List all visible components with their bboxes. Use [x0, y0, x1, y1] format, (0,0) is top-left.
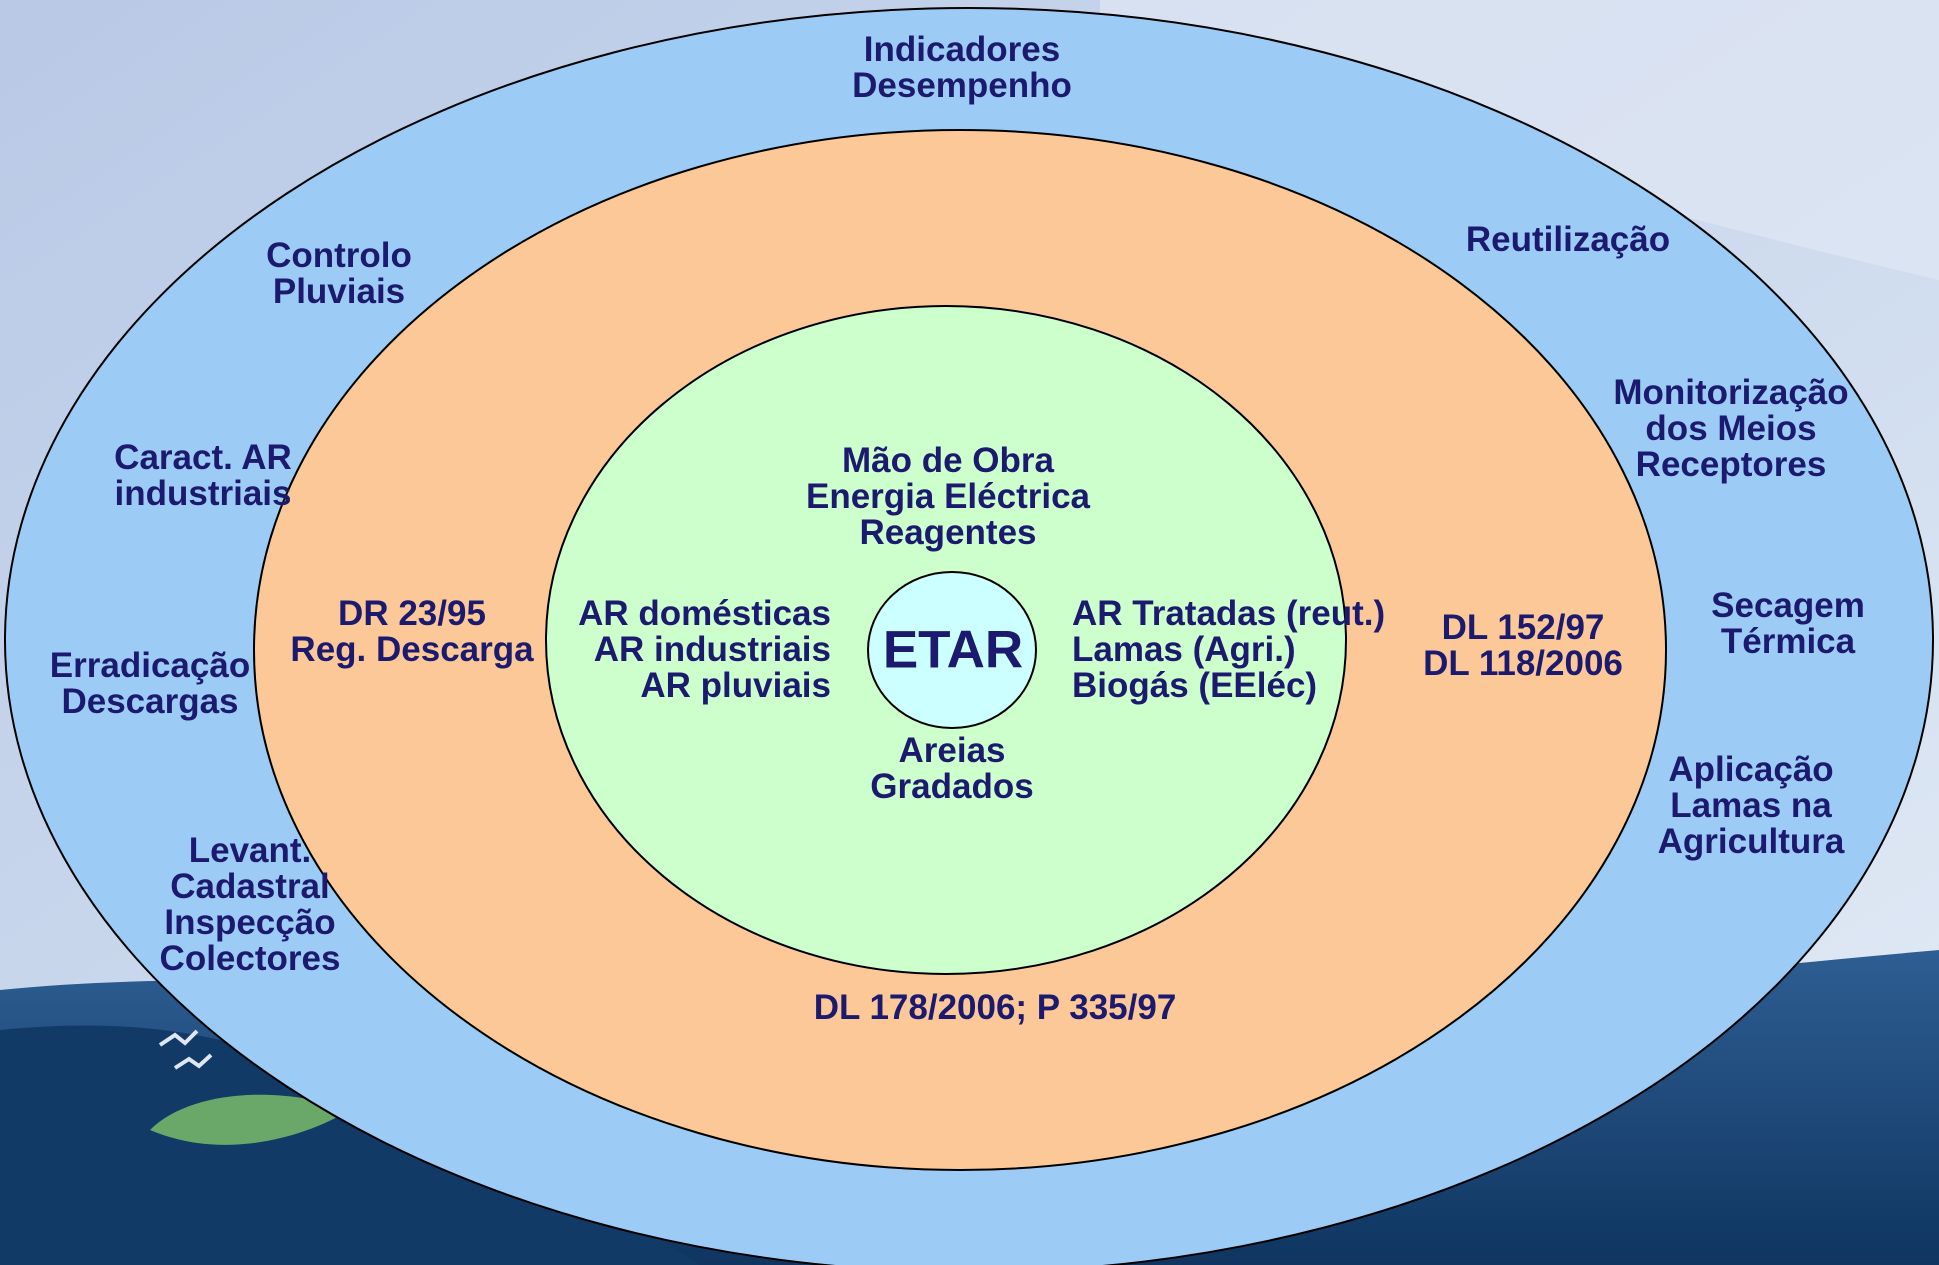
inner-top-line: Mão de Obra — [842, 441, 1054, 480]
inner-right-line: Lamas (Agri.) — [1072, 630, 1296, 669]
middle-left-line: Reg. Descarga — [290, 630, 534, 669]
outer-caract-line: industriais — [114, 474, 292, 513]
inner-bottom-line: Areias — [898, 731, 1006, 770]
inner-top-line: Reagentes — [859, 513, 1037, 552]
inner-right-labels: AR Tratadas (reut.) Lamas (Agri.) Biogás… — [1072, 596, 1385, 704]
inner-right-line: Biogás (EEléc) — [1072, 666, 1318, 705]
outer-controlo-line: Controlo — [266, 236, 412, 275]
outer-levant-labels: Levant. Cadastral Inspecção Colectores — [160, 833, 341, 977]
outer-aplicacao-labels: Aplicação Lamas na Agricultura — [1658, 752, 1845, 860]
outer-monitorizacao-line: Monitorização — [1613, 373, 1849, 412]
inner-left-labels: AR domésticas AR industriais AR pluviais — [578, 596, 831, 704]
outer-secagem-labels: Secagem Térmica — [1711, 588, 1865, 660]
inner-bottom-labels: Areias Gradados — [870, 733, 1033, 805]
bird-icon — [173, 1053, 213, 1070]
outer-levant-line: Levant. — [188, 831, 312, 870]
middle-right-line: DL 118/2006 — [1423, 644, 1623, 683]
outer-aplicacao-line: Agricultura — [1657, 822, 1845, 861]
outer-monitorizacao-line: Receptores — [1635, 445, 1827, 484]
outer-levant-line: Cadastral — [170, 867, 330, 906]
leaf-logo — [150, 1094, 350, 1145]
inner-left-line: AR industriais — [593, 630, 831, 669]
inner-left-line: AR domésticas — [578, 594, 831, 633]
outer-reutilizacao-label: Reutilização — [1466, 222, 1670, 258]
center-label: ETAR — [882, 620, 1024, 680]
outer-monitorizacao-labels: Monitorização dos Meios Receptores — [1613, 375, 1848, 483]
outer-monitorizacao-line: dos Meios — [1645, 409, 1817, 448]
outer-controlo-line: Pluviais — [272, 272, 406, 311]
bird-icon — [158, 1029, 199, 1047]
inner-right-line: AR Tratadas (reut.) — [1072, 594, 1386, 633]
outer-erradicacao-labels: Erradicação Descargas — [50, 648, 250, 720]
middle-bottom-line: DL 178/2006; P 335/97 — [813, 988, 1177, 1027]
middle-right-line: DL 152/97 — [1441, 608, 1605, 647]
outer-erradicacao-line: Descargas — [61, 682, 239, 721]
outer-aplicacao-line: Aplicação — [1668, 750, 1834, 789]
middle-right-labels: DL 152/97 DL 118/2006 — [1423, 610, 1623, 682]
outer-levant-line: Inspecção — [164, 903, 336, 942]
outer-caract-labels: Caract. AR industriais — [114, 440, 292, 512]
inner-top-labels: Mão de Obra Energia Eléctrica Reagentes — [806, 443, 1090, 551]
outer-controlo-labels: Controlo Pluviais — [266, 238, 412, 310]
middle-bottom-label: DL 178/2006; P 335/97 — [814, 990, 1177, 1026]
core-ellipse — [867, 571, 1037, 729]
outer-reutilizacao-line: Reutilização — [1465, 220, 1671, 259]
inner-left-line: AR pluviais — [640, 666, 831, 705]
outer-secagem-line: Secagem — [1711, 586, 1865, 625]
outer-caract-line: Caract. AR — [114, 438, 292, 477]
outer-levant-line: Colectores — [159, 939, 341, 978]
outer-erradicacao-line: Erradicação — [49, 646, 251, 685]
outer-secagem-line: Térmica — [1720, 622, 1856, 661]
outer-top-labels: Indicadores Desempenho — [852, 32, 1072, 104]
middle-left-labels: DR 23/95 Reg. Descarga — [290, 596, 533, 668]
inner-top-line: Energia Eléctrica — [805, 477, 1091, 516]
middle-left-line: DR 23/95 — [338, 594, 486, 633]
outer-top-line: Indicadores — [863, 30, 1061, 69]
wave-shape — [0, 1025, 700, 1265]
outer-top-line: Desempenho — [852, 66, 1072, 105]
outer-aplicacao-line: Lamas na — [1670, 786, 1832, 825]
inner-bottom-line: Gradados — [870, 767, 1034, 806]
